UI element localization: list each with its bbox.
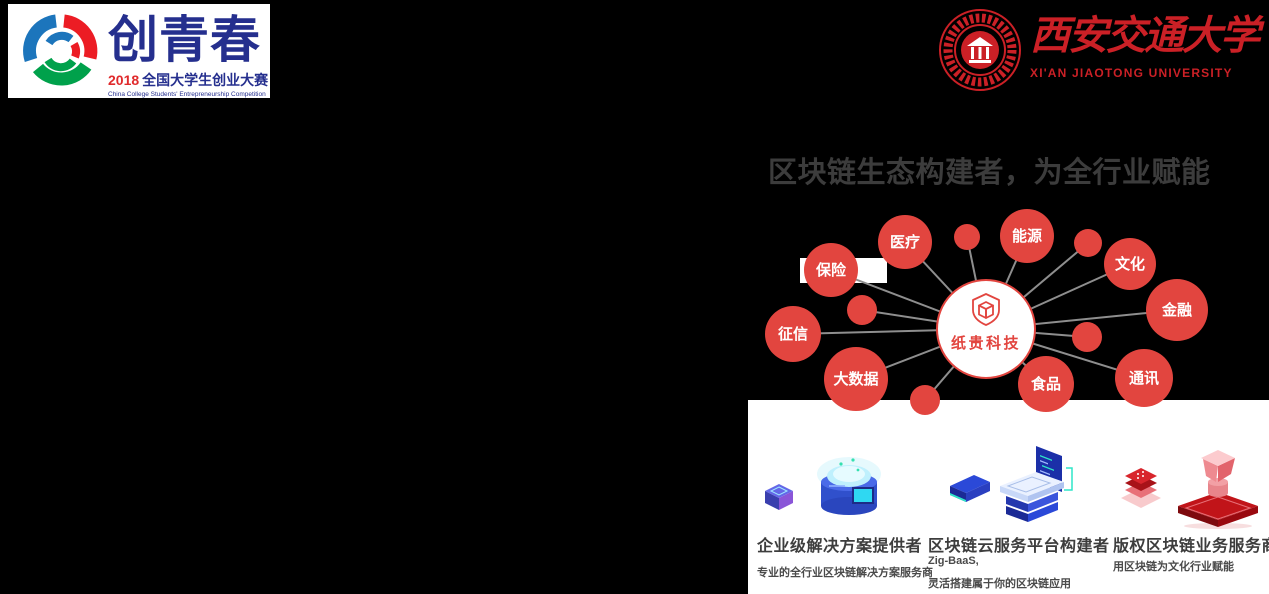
network-dot (954, 224, 980, 250)
feature-card-copyright: 版权区块链业务服务商 用区块链为文化行业赋能 (1113, 400, 1269, 594)
network-node-label: 能源 (1012, 227, 1042, 245)
network-line (985, 235, 1028, 330)
network-node (765, 306, 821, 362)
network-line (985, 328, 1047, 385)
network-node (1146, 279, 1208, 341)
network-node (878, 215, 932, 269)
network-line (855, 328, 987, 380)
network-center-circle (936, 279, 1036, 379)
university-name-en: XI'AN JIAOTONG UNIVERSITY (1030, 66, 1233, 80)
university-name-cn: 西安交通大学 (1030, 12, 1260, 59)
network-line (985, 328, 1088, 338)
university-logo: 西安交通大学 XI'AN JIAOTONG UNIVERSITY (938, 8, 1260, 92)
feature-title: 企业级解决方案提供者 (757, 538, 923, 555)
network-node (1000, 209, 1054, 263)
feature-subtitle: Zig-BaaS, (928, 555, 979, 567)
network-node (1104, 238, 1156, 290)
network-line (985, 242, 1089, 330)
network-node-label: 保险 (815, 261, 847, 279)
cloud-platform-laptop-illustration (950, 446, 1073, 522)
feature-card-cloud-platform: 区块链云服务平台构建者 Zig-BaaS, 灵活搭建属于你的区块链应用 (928, 400, 1109, 594)
network-line (966, 236, 987, 330)
competition-year: 2018 (108, 72, 140, 88)
network-node-label: 医疗 (890, 233, 920, 251)
network-node-label: 文化 (1115, 255, 1145, 273)
enterprise-database-illustration (765, 457, 881, 515)
network-line (985, 309, 1178, 330)
shield-box-icon (972, 293, 1000, 326)
competition-swirl-icon (23, 14, 98, 86)
competition-tagline: China College Students' Entrepreneurship… (108, 91, 266, 98)
feature-title: 版权区块链业务服务商 (1113, 538, 1269, 555)
copyright-stamp-illustration (1121, 450, 1258, 529)
network-line (861, 309, 987, 330)
feature-subtitle: 用区块链为文化行业赋能 (1113, 561, 1234, 573)
network-node-label: 通讯 (1129, 370, 1159, 387)
network-line (924, 328, 987, 401)
feature-subtitle: 灵活搭建属于你的区块链应用 (928, 578, 1071, 590)
network-line (792, 328, 987, 335)
page-title: 区块链生态构建者，为全行业赋能 (768, 157, 1211, 189)
network-line (985, 263, 1131, 330)
features-panel: 企业级解决方案提供者 专业的全行业区块链解决方案服务商 (748, 400, 1269, 594)
university-seal-icon (939, 9, 1021, 91)
network-node (804, 243, 858, 297)
network-node-label: 征信 (778, 325, 808, 343)
network-node-label: 食品 (1031, 375, 1061, 393)
network-line (904, 241, 987, 330)
network-dot (1074, 229, 1102, 257)
network-line (830, 269, 987, 330)
network-dot (1072, 322, 1102, 352)
network-line (985, 328, 1145, 379)
network-dot (847, 295, 877, 325)
network-node-label: 大数据 (833, 370, 878, 388)
network-node (1115, 349, 1173, 407)
competition-title: 创青春 (108, 11, 261, 69)
network-node-label: 金融 (1161, 301, 1192, 319)
insurance-label-backdrop (800, 258, 887, 283)
feature-card-enterprise: 企业级解决方案提供者 专业的全行业区块链解决方案服务商 (757, 400, 933, 594)
network-center-label: 纸贵科技 (951, 334, 1021, 352)
feature-subtitle: 专业的全行业区块链解决方案服务商 (757, 567, 933, 579)
feature-title: 区块链云服务平台构建者 (928, 538, 1110, 555)
